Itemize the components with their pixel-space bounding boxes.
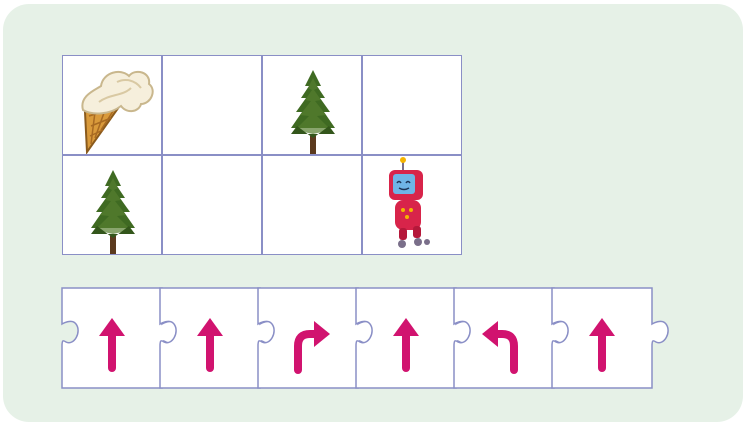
board-cell-ice-cream [62, 55, 162, 155]
command-forward[interactable] [356, 288, 456, 388]
ice-cream-icon [77, 64, 157, 154]
board-cell [162, 55, 262, 155]
turn-right-arrow-icon [258, 288, 358, 388]
board-cell [362, 55, 462, 155]
command-turn-right[interactable] [258, 288, 358, 388]
robot-icon [385, 156, 445, 248]
forward-arrow-icon [62, 288, 162, 388]
command-turn-left[interactable] [454, 288, 554, 388]
board-cell-robot [362, 155, 462, 255]
tree-icon [287, 68, 339, 156]
command-forward[interactable] [552, 288, 652, 388]
forward-arrow-icon [160, 288, 260, 388]
board-cell-tree [62, 155, 162, 255]
game-board [62, 55, 462, 255]
turn-left-arrow-icon [454, 288, 554, 388]
tree-icon [87, 168, 139, 256]
board-cell [262, 155, 362, 255]
command-forward[interactable] [62, 288, 162, 388]
game-panel [3, 4, 743, 422]
command-forward[interactable] [160, 288, 260, 388]
forward-arrow-icon [356, 288, 456, 388]
board-cell-tree [262, 55, 362, 155]
board-cell [162, 155, 262, 255]
command-sequence [62, 288, 702, 388]
forward-arrow-icon [552, 288, 652, 388]
